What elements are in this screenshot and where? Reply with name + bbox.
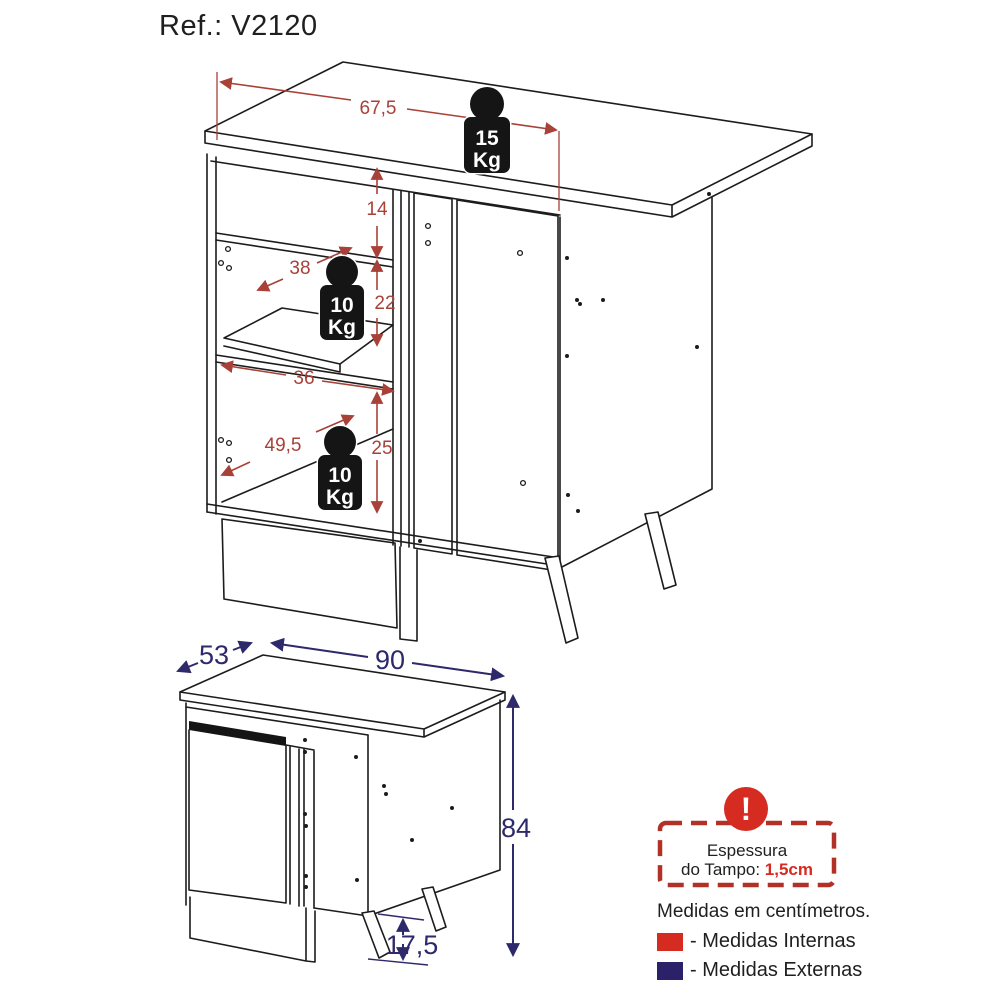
weight-value: 10: [330, 294, 353, 317]
legend-label: - Medidas Internas: [690, 930, 856, 952]
weight-value: 15: [475, 127, 499, 150]
notice-line2: do Tampo: 1,5cm: [681, 860, 813, 879]
dim-shelf-depth: 38: [289, 258, 310, 279]
internal-color-swatch: [657, 932, 683, 951]
dim-lower-width: 36: [293, 368, 314, 389]
thickness-value: 1,5cm: [764, 860, 813, 879]
dim-leg-height: 17,5: [386, 930, 439, 960]
alert-icon: !: [724, 787, 768, 831]
weight-unit: Kg: [328, 316, 356, 339]
page-title: Ref.: V2120: [159, 10, 318, 42]
screw-hole-dots: [217, 222, 527, 487]
dim-height: 84: [501, 813, 531, 843]
dim-bottom-gap: 25: [371, 438, 392, 459]
weight-badge-middle: 10 Kg: [318, 254, 366, 342]
units-note: Medidas em centímetros.: [657, 901, 871, 922]
legend-item-internal: - Medidas Internas: [657, 930, 856, 953]
dim-top-gap: 14: [366, 199, 388, 220]
dowel-dots: [418, 192, 711, 543]
dim-countertop-width: 67,5: [360, 98, 397, 119]
external-dimensions: [176, 637, 520, 966]
weight-value: 10: [328, 464, 351, 487]
dowel-dots: [303, 738, 454, 889]
dim-width: 90: [375, 645, 405, 675]
dim-middle-gap: 22: [374, 293, 395, 314]
weight-badge-bottom: 10 Kg: [316, 424, 364, 512]
weight-unit: Kg: [473, 149, 501, 172]
door-handle-strip: [189, 721, 286, 746]
front-view-drawing: [179, 654, 506, 963]
external-color-swatch: [657, 961, 683, 980]
notice-line1: Espessura: [706, 841, 788, 860]
dim-bottom-depth: 49,5: [265, 435, 302, 456]
weight-unit: Kg: [326, 486, 354, 509]
legend-label: - Medidas Externas: [690, 959, 863, 981]
legend-item-external: - Medidas Externas: [657, 959, 862, 982]
dim-depth: 53: [199, 640, 229, 670]
internal-dimensions: [216, 72, 560, 514]
top-thickness-notice: Espessura do Tampo: 1,5cm: [658, 821, 836, 887]
weight-badge-top: 15 Kg: [462, 85, 512, 175]
